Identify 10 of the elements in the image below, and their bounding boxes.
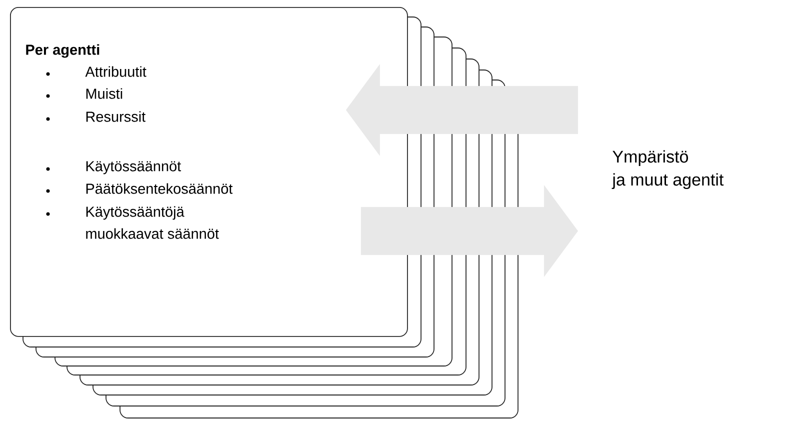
block-arrow: [360, 185, 578, 277]
label-text: Ympäristö ja muut agentit: [612, 150, 724, 190]
list-item: Resurssit: [86, 111, 146, 122]
list-item: Käytössääntöjä muokkaavat säännöt: [86, 206, 219, 239]
list-item: Päätöksentekosäännöt: [86, 183, 233, 194]
list-item: Käytössäännöt: [86, 161, 181, 174]
list-item: Muisti: [86, 88, 122, 99]
block-arrow: [346, 64, 578, 156]
list-item: Attribuutit: [85, 66, 146, 77]
card-heading: Per agentti: [26, 44, 100, 58]
